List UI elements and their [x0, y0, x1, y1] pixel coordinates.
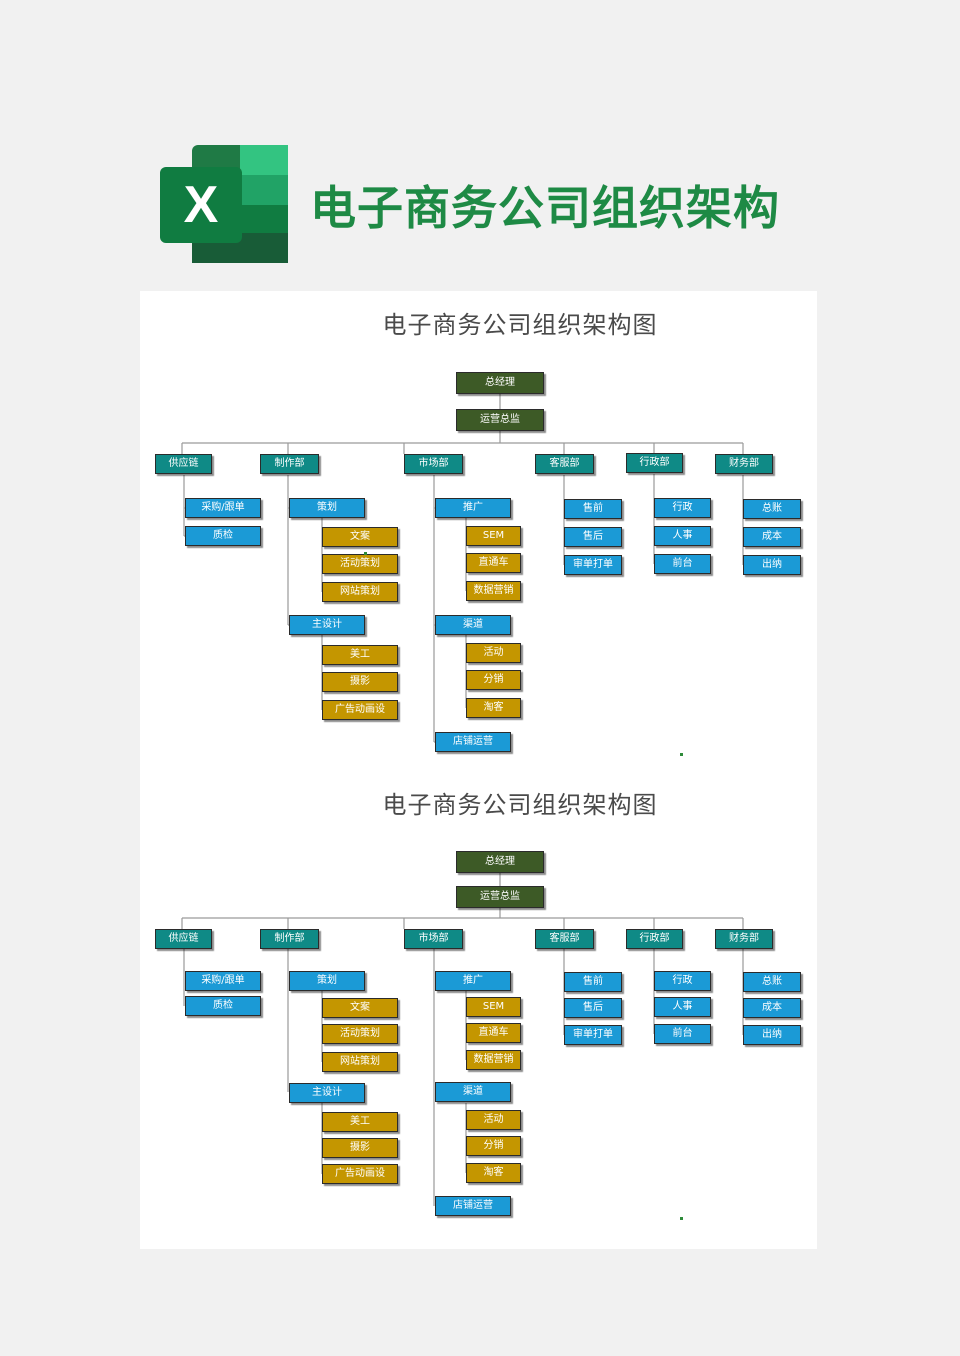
org-chart-2: 电子商务公司组织架构图 总经理 运营总监 供应链 制作部 市场部	[140, 771, 817, 1241]
promotion-item: SEM	[466, 526, 521, 546]
chart-sheet: 电子商务公司组织架构图	[140, 291, 817, 1249]
dept-admin: 行政部	[626, 453, 683, 473]
promotion-item: 数据营销	[466, 1050, 521, 1070]
planning-item: 网站策划	[322, 1052, 398, 1072]
service-item: 审单打单	[564, 1025, 622, 1045]
chart-title: 电子商务公司组织架构图	[382, 311, 658, 339]
sub-design: 主设计	[289, 1083, 365, 1103]
cell-marker	[680, 753, 683, 756]
sub-design: 主设计	[289, 615, 365, 635]
channel-item: 分销	[466, 670, 521, 690]
admin-item: 前台	[654, 1024, 711, 1044]
finance-item: 总账	[743, 499, 801, 519]
supply-item: 采购/跟单	[185, 498, 261, 518]
service-item: 售前	[564, 499, 622, 519]
design-item: 广告动画设	[322, 1164, 398, 1184]
dept-service: 客服部	[535, 929, 594, 949]
service-item: 审单打单	[564, 555, 622, 575]
sub-channel: 渠道	[435, 615, 511, 635]
design-item: 美工	[322, 645, 398, 665]
finance-item: 总账	[743, 972, 801, 992]
sub-channel: 渠道	[435, 1082, 511, 1102]
service-item: 售后	[564, 527, 622, 547]
design-item: 摄影	[322, 672, 398, 692]
admin-item: 行政	[654, 498, 711, 518]
dept-supply: 供应链	[155, 929, 212, 949]
coo-box: 运营总监	[456, 886, 544, 908]
promotion-item: 直通车	[466, 553, 521, 573]
design-item: 摄影	[322, 1138, 398, 1158]
excel-icon: X	[160, 145, 288, 263]
service-item: 售后	[564, 998, 622, 1018]
finance-item: 出纳	[743, 555, 801, 575]
sub-promotion: 推广	[435, 971, 511, 991]
channel-item: 活动	[466, 1110, 521, 1130]
cell-marker	[364, 552, 367, 555]
promotion-item: SEM	[466, 997, 521, 1017]
dept-service: 客服部	[535, 454, 594, 474]
promotion-item: 数据营销	[466, 581, 521, 601]
finance-item: 出纳	[743, 1025, 801, 1045]
cell-marker	[680, 1217, 683, 1220]
dept-production: 制作部	[260, 454, 319, 474]
dept-market: 市场部	[404, 454, 463, 474]
org-chart-1: 电子商务公司组织架构图	[140, 291, 817, 761]
admin-item: 前台	[654, 554, 711, 574]
coo-box: 运营总监	[456, 409, 544, 431]
channel-item: 活动	[466, 643, 521, 663]
excel-logo-letter: X	[184, 176, 219, 234]
service-item: 售前	[564, 972, 622, 992]
dept-supply: 供应链	[155, 454, 212, 474]
design-item: 广告动画设	[322, 700, 398, 720]
channel-item: 分销	[466, 1136, 521, 1156]
dept-admin: 行政部	[626, 929, 683, 949]
channel-item: 淘客	[466, 1163, 521, 1183]
sub-planning: 策划	[289, 498, 365, 518]
finance-item: 成本	[743, 527, 801, 547]
sub-promotion: 推广	[435, 498, 511, 518]
ceo-box: 总经理	[456, 372, 544, 394]
planning-item: 文案	[322, 998, 398, 1018]
admin-item: 人事	[654, 526, 711, 546]
admin-item: 人事	[654, 997, 711, 1017]
design-item: 美工	[322, 1112, 398, 1132]
chart-title: 电子商务公司组织架构图	[382, 791, 658, 819]
supply-item: 质检	[185, 526, 261, 546]
dept-finance: 财务部	[715, 454, 773, 474]
planning-item: 文案	[322, 527, 398, 547]
planning-item: 活动策划	[322, 1024, 398, 1044]
sub-store: 店铺运营	[435, 1196, 511, 1216]
promotion-item: 直通车	[466, 1023, 521, 1043]
supply-item: 采购/跟单	[185, 971, 261, 991]
sub-planning: 策划	[289, 971, 365, 991]
admin-item: 行政	[654, 971, 711, 991]
dept-finance: 财务部	[715, 929, 773, 949]
dept-market: 市场部	[404, 929, 463, 949]
dept-production: 制作部	[260, 929, 319, 949]
page-header: X 电子商务公司组织架构	[0, 0, 960, 290]
planning-item: 活动策划	[322, 554, 398, 574]
channel-item: 淘客	[466, 698, 521, 718]
sub-store: 店铺运营	[435, 732, 511, 752]
ceo-box: 总经理	[456, 851, 544, 873]
page-title: 电子商务公司组织架构	[310, 181, 780, 235]
supply-item: 质检	[185, 996, 261, 1016]
planning-item: 网站策划	[322, 582, 398, 602]
finance-item: 成本	[743, 998, 801, 1018]
